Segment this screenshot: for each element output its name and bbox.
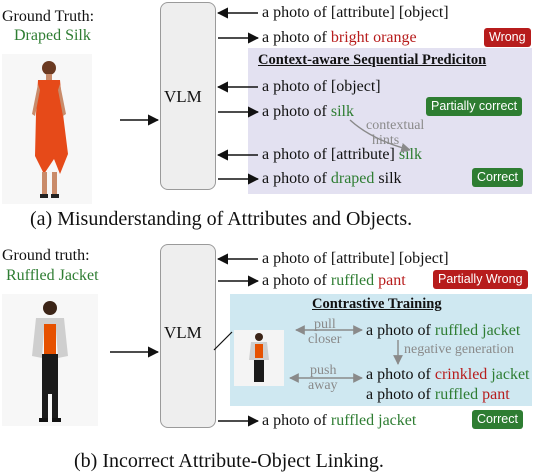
ground-truth-value-a: Draped Silk	[14, 27, 91, 44]
prediction-row-wrong: a photo of bright orange	[262, 29, 417, 47]
anchor-image-thumbnail	[234, 330, 284, 386]
prompt-template-row-b: a photo of [attribute] [object]	[262, 250, 449, 267]
predicted-object-wrong: pant	[378, 272, 406, 289]
vlm-model-box-a	[160, 2, 216, 190]
prompt-prefix: a photo of	[366, 366, 431, 383]
negative-generation-label: negative generation	[404, 342, 515, 357]
prompt-prefix: a photo of [attribute]	[262, 146, 395, 163]
push-away-line1: push	[310, 363, 337, 378]
prompt-prefix: a photo of	[366, 322, 431, 339]
correct-badge-b: Correct	[472, 410, 523, 429]
predicted-attribute-wrong: bright orange	[330, 29, 417, 46]
predicted-attribute-correct: draped	[330, 170, 375, 187]
model-orange-dress-image	[2, 54, 92, 204]
negative-prompt-row-object: a photo of ruffled pant	[366, 386, 510, 404]
prompt-prefix: a photo of	[366, 386, 431, 403]
wrong-badge: Wrong	[484, 28, 531, 47]
prompt-prefix: a photo of	[262, 412, 327, 429]
push-away-line2: away	[308, 378, 338, 393]
positive-attribute: ruffled	[434, 386, 479, 403]
prompt-prefix: a photo of	[262, 272, 327, 289]
predicted-object: silk	[330, 103, 354, 120]
ground-truth-label-b: Ground truth:	[2, 247, 90, 264]
prompt-prefix: a photo of	[262, 103, 327, 120]
pull-closer-line1: pull	[314, 317, 336, 332]
positive-prompt-row: a photo of ruffled jacket	[366, 322, 520, 340]
attribute-prompt-row: a photo of [attribute] silk	[262, 146, 422, 164]
positive-pair: ruffled jacket	[434, 322, 521, 339]
correct-badge-a: Correct	[472, 168, 523, 187]
object-prompt-row: a photo of [object]	[262, 78, 381, 95]
predicted-attribute: ruffled	[330, 272, 375, 289]
negative-attribute: crinkled	[434, 366, 488, 383]
final-prediction-row-a: a photo of draped silk	[262, 170, 402, 188]
negative-object: pant	[482, 386, 510, 403]
contrastive-training-title: Contrastive Training	[312, 296, 442, 312]
predicted-pair-correct: ruffled jacket	[330, 412, 417, 429]
model-ruffled-jacket-image	[2, 294, 98, 426]
pull-closer-line2: closer	[308, 332, 342, 347]
context-aware-panel-title: Context-aware Sequential Prediciton	[258, 52, 487, 68]
vlm-model-box-b	[160, 244, 216, 428]
vlm-label-b: VLM	[164, 323, 202, 342]
object-context: silk	[398, 146, 422, 163]
object-prediction-row: a photo of silk	[262, 103, 354, 121]
prompt-template-row: a photo of [attribute] [object]	[262, 4, 449, 21]
caption-a: (a) Misunderstanding of Attributes and O…	[30, 208, 413, 230]
partially-wrong-badge: Partially Wrong	[433, 270, 528, 289]
prediction-row-partially-wrong: a photo of ruffled pant	[262, 272, 406, 290]
partially-correct-badge: Partially correct	[426, 97, 523, 116]
caption-b: (b) Incorrect Attribute-Object Linking.	[74, 450, 384, 472]
final-prediction-row-b: a photo of ruffled jacket	[262, 412, 416, 430]
ground-truth-label-a: Ground Truth:	[2, 8, 95, 25]
ground-truth-value-b: Ruffled Jacket	[6, 267, 99, 284]
prompt-prefix: a photo of	[262, 29, 327, 46]
predicted-object: silk	[378, 170, 402, 187]
prompt-prefix: a photo of	[262, 170, 327, 187]
vlm-label-a: VLM	[164, 87, 202, 106]
negative-prompt-row-attribute: a photo of crinkled jacket	[366, 366, 530, 384]
positive-object: jacket	[491, 366, 530, 383]
contextual-hint-line1: contextual	[366, 118, 425, 133]
